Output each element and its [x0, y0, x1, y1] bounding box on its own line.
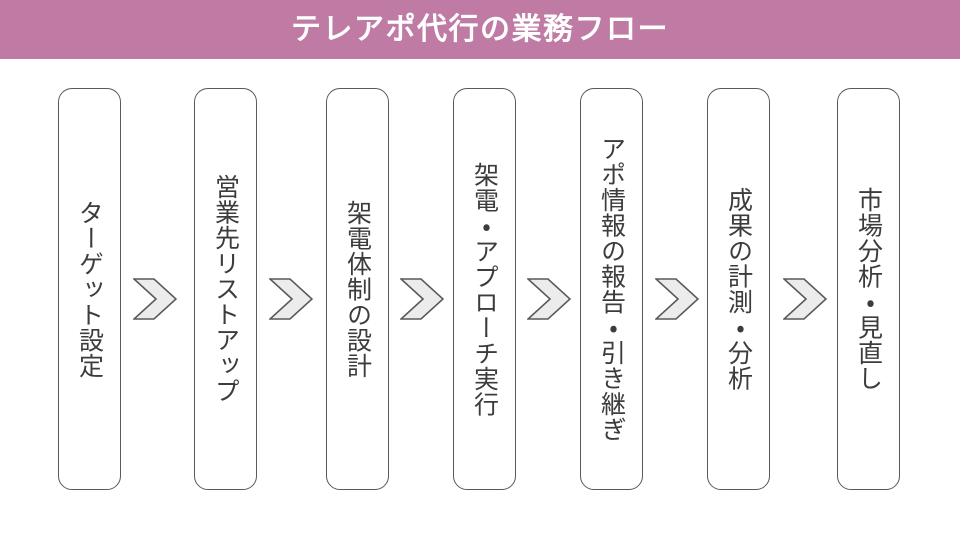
- flow-step-label: 架電体制の設計: [343, 199, 372, 379]
- flow-connector-arrow-3: [400, 276, 444, 322]
- flow-step-1[interactable]: ターゲット設定: [58, 88, 121, 490]
- flow-step-label: ターゲット設定: [75, 199, 104, 379]
- flow-step-label: 架電・アプローチ実行: [470, 161, 499, 417]
- flow-step-5[interactable]: アポ情報の報告・引き継ぎ: [580, 88, 643, 490]
- chevron-right-icon: [400, 278, 444, 320]
- flow-connector-arrow-6: [783, 276, 827, 322]
- chevron-right-icon: [527, 278, 571, 320]
- page-title: テレアポ代行の業務フロー: [291, 12, 669, 46]
- flow-step-label: アポ情報の報告・引き継ぎ: [597, 136, 626, 442]
- flow-step-label: 営業先リストアップ: [211, 174, 240, 404]
- process-flow-diagram: ターゲット設定 営業先リストアップ 架電体制の設計: [0, 59, 960, 540]
- flow-step-3[interactable]: 架電体制の設計: [326, 88, 389, 490]
- chevron-right-icon: [655, 278, 699, 320]
- chevron-right-icon: [783, 278, 827, 320]
- flow-connector-arrow-2: [269, 276, 313, 322]
- flow-step-7[interactable]: 市場分析・見直し: [837, 88, 900, 490]
- chevron-right-icon: [133, 278, 177, 320]
- flow-connector-arrow-1: [133, 276, 177, 322]
- flow-connector-arrow-5: [655, 276, 699, 322]
- header-band: テレアポ代行の業務フロー: [0, 0, 960, 59]
- flow-step-label: 成果の計測・分析: [724, 187, 753, 391]
- flow-step-6[interactable]: 成果の計測・分析: [707, 88, 770, 490]
- flow-connector-arrow-4: [527, 276, 571, 322]
- flow-step-2[interactable]: 営業先リストアップ: [194, 88, 257, 490]
- chevron-right-icon: [269, 278, 313, 320]
- flow-step-label: 市場分析・見直し: [854, 187, 883, 391]
- flow-step-4[interactable]: 架電・アプローチ実行: [453, 88, 516, 490]
